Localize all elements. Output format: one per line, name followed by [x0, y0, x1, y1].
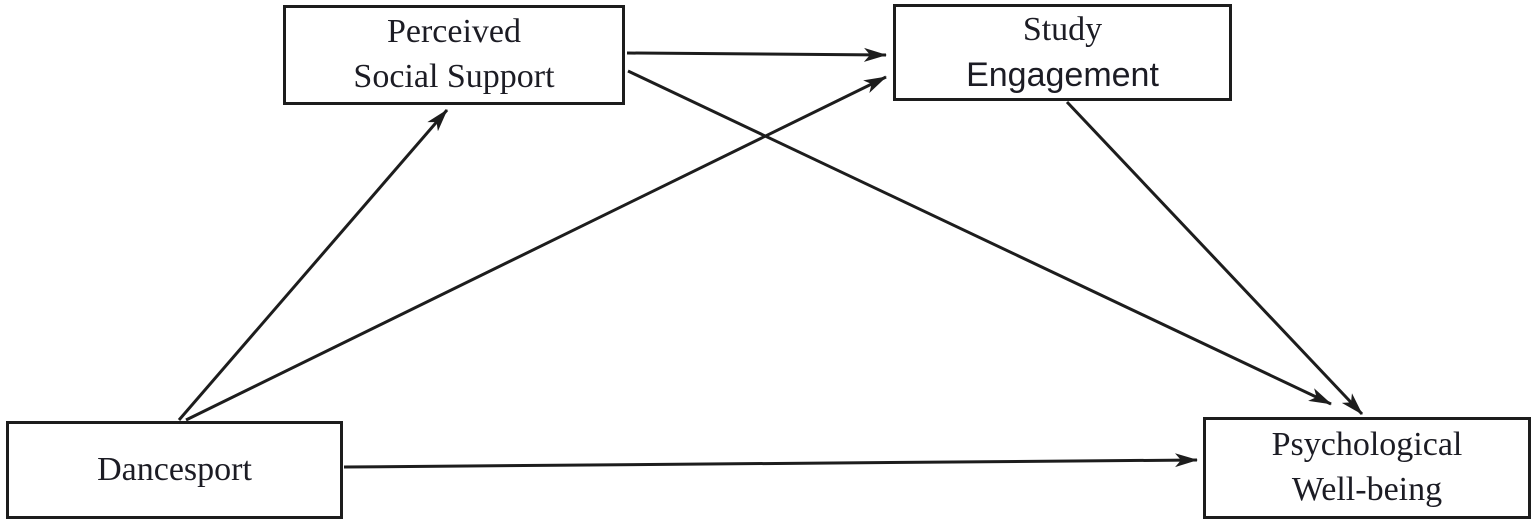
- node-dancesport: Dancesport: [6, 421, 343, 519]
- node-dancesport-label-line: Dancesport: [97, 450, 252, 488]
- edges-group: [177, 47, 1364, 469]
- node-study-engagement-label-line: Engagement: [966, 55, 1159, 94]
- node-psychological-well-being-label-line: Well-being: [1291, 471, 1443, 508]
- node-perceived-social-support-label-line: Perceived: [386, 13, 522, 51]
- node-psychological-well-being-label-line: Psychological: [1271, 426, 1463, 464]
- node-perceived-social-support-label-line: Social Support: [353, 58, 555, 95]
- edge-perceived-social-support-to-study-engagement: [626, 47, 887, 62]
- edge-dancesport-to-perceived-social-support: [177, 109, 449, 421]
- edge-dancesport-to-study-engagement: [185, 75, 887, 422]
- edge-study-engagement-to-psychological-well-being: [1065, 100, 1364, 416]
- edge-perceived-social-support-to-psychological-well-being: [627, 69, 1332, 406]
- node-study-engagement-label-line: Study: [1022, 10, 1103, 48]
- edge-dancesport-to-psychological-well-being: [343, 453, 1198, 469]
